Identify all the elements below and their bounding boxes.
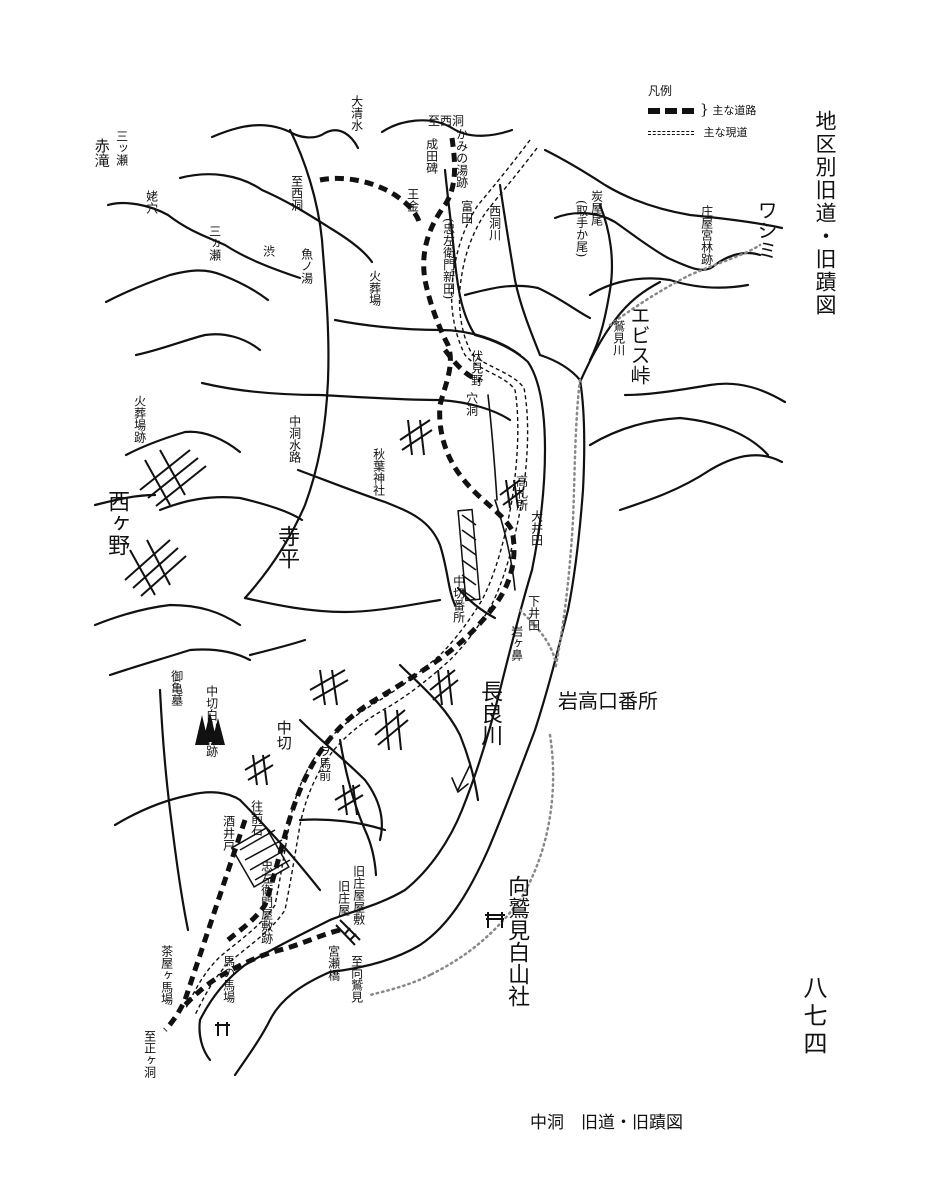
forest-symbols: [195, 712, 225, 745]
label-shoya-kaku: 庄屋宮林跡: [699, 205, 714, 265]
legend: 凡例 } 主な道路 主な現道: [648, 82, 788, 152]
label-kasoba-ato: 火葬場跡: [132, 395, 147, 443]
label-torigao: (取手か尾): [574, 200, 589, 258]
label-mukaiwashimi-hakusan: 向鷲見白山社: [504, 875, 530, 1007]
label-sanko-bora: 至西洞: [289, 175, 304, 211]
flow-arrow: [451, 764, 471, 793]
old-road-swatch: [648, 108, 694, 114]
label-kyu-oya: 旧庄屋: [336, 880, 351, 916]
page-number: 八七四: [799, 975, 827, 1059]
legend-item-old-road: } 主な道路: [648, 102, 756, 118]
label-kosatsusho: 高札所: [514, 475, 529, 511]
label-nagara-river: 長良川: [477, 680, 503, 746]
field-hatches: [124, 419, 524, 816]
legend-item-old-road-label: 主な道路: [712, 104, 757, 117]
ridge-lines: [93, 119, 787, 677]
label-ojiro: 王金: [405, 188, 420, 212]
main-roads: [113, 128, 522, 932]
label-shoya-ato: 旧庄屋屋敷: [351, 865, 366, 925]
label-chuzaemon-yashiki: 忠左衛門屋敷跡: [259, 860, 274, 944]
label-washimi-river: 鷲見川: [611, 320, 626, 356]
label-anabora: 穴洞: [464, 392, 479, 416]
label-okame-haka: 御亀墓: [169, 670, 184, 706]
side-title: 地区別旧道・旧蹟図: [813, 110, 837, 317]
label-chaya-baba: 茶屋ヶ馬場: [159, 945, 174, 1005]
label-mikase: 三ヵ瀬: [207, 225, 222, 261]
label-nakakiri-bansho: 中切番所: [451, 575, 466, 623]
label-omae-ishi: 往前石: [249, 800, 264, 836]
current-roads: [184, 139, 538, 1016]
label-uba-bridge: 宮瀬橋: [326, 945, 341, 981]
label-nishibora-river: 西洞川: [487, 205, 502, 241]
label-oshimizu: 大清水: [349, 95, 364, 131]
label-nakabora-suiro: 中洞水路: [287, 415, 302, 463]
label-sakaide: 酒井戸: [221, 815, 236, 851]
label-naruta-hi: 成田碑: [424, 138, 439, 174]
label-uonoyu: 魚ノ湯: [299, 248, 314, 284]
label-oida: 大井田: [529, 510, 544, 546]
legend-item-current-road-label: 主な現道: [703, 126, 748, 139]
label-to-nishibora: 至西洞: [428, 114, 465, 128]
label-akataki: 赤滝: [92, 138, 111, 168]
label-uma-no-baba: 馬の馬場: [221, 955, 236, 1003]
legend-title: 凡例: [648, 84, 673, 98]
label-to-masugabora: 至正ヶ洞: [142, 1030, 157, 1078]
label-nishigano: 西ヶ野: [104, 490, 130, 556]
label-kasoba: 火葬場: [367, 270, 382, 306]
bridge-symbol: [335, 919, 361, 946]
label-terahira: 寺平: [274, 525, 300, 569]
label-ojomae: ヲ馬前: [317, 745, 332, 781]
label-ebisu-toge: エビス峠: [627, 305, 651, 385]
label-shimoida: 下井田: [526, 595, 541, 631]
label-washimi: ワシミ: [754, 200, 778, 260]
label-iwahana: 岩ヶ鼻: [509, 625, 524, 661]
legend-item-current-road: 主な現道: [648, 124, 748, 140]
caption: 中洞 旧道・旧蹟図: [530, 1113, 683, 1133]
label-nakakiri-hakusan: 中切白山社跡: [204, 685, 219, 757]
label-sumiyaoo: 炭屋尾: [589, 190, 604, 226]
shrine-symbols: [215, 912, 505, 1036]
label-tomita: 富田: [459, 200, 474, 224]
label-iwakuchi-bansho: 岩高口番所: [558, 689, 658, 713]
label-chuzaemon: (忠左衛門新田): [441, 218, 456, 300]
label-to-mukaiwashimi: 至向鷲見: [349, 955, 364, 1003]
label-fushimino: 伏見野: [469, 350, 484, 386]
current-road-swatch: [648, 131, 694, 135]
old-roads: [163, 137, 517, 1032]
label-kaminoyu: かみの湯跡: [454, 128, 469, 188]
label-akiba-jinja: 秋葉神社: [371, 448, 386, 496]
label-santase: 三ッ瀬: [114, 130, 129, 166]
dotted-trails: [368, 243, 762, 997]
label-nakakiri: 中切: [274, 720, 293, 750]
label-anaaki: 姥穴: [144, 190, 159, 214]
hatched-blocks: [230, 508, 481, 888]
label-shiizuka: 渋: [261, 245, 276, 257]
